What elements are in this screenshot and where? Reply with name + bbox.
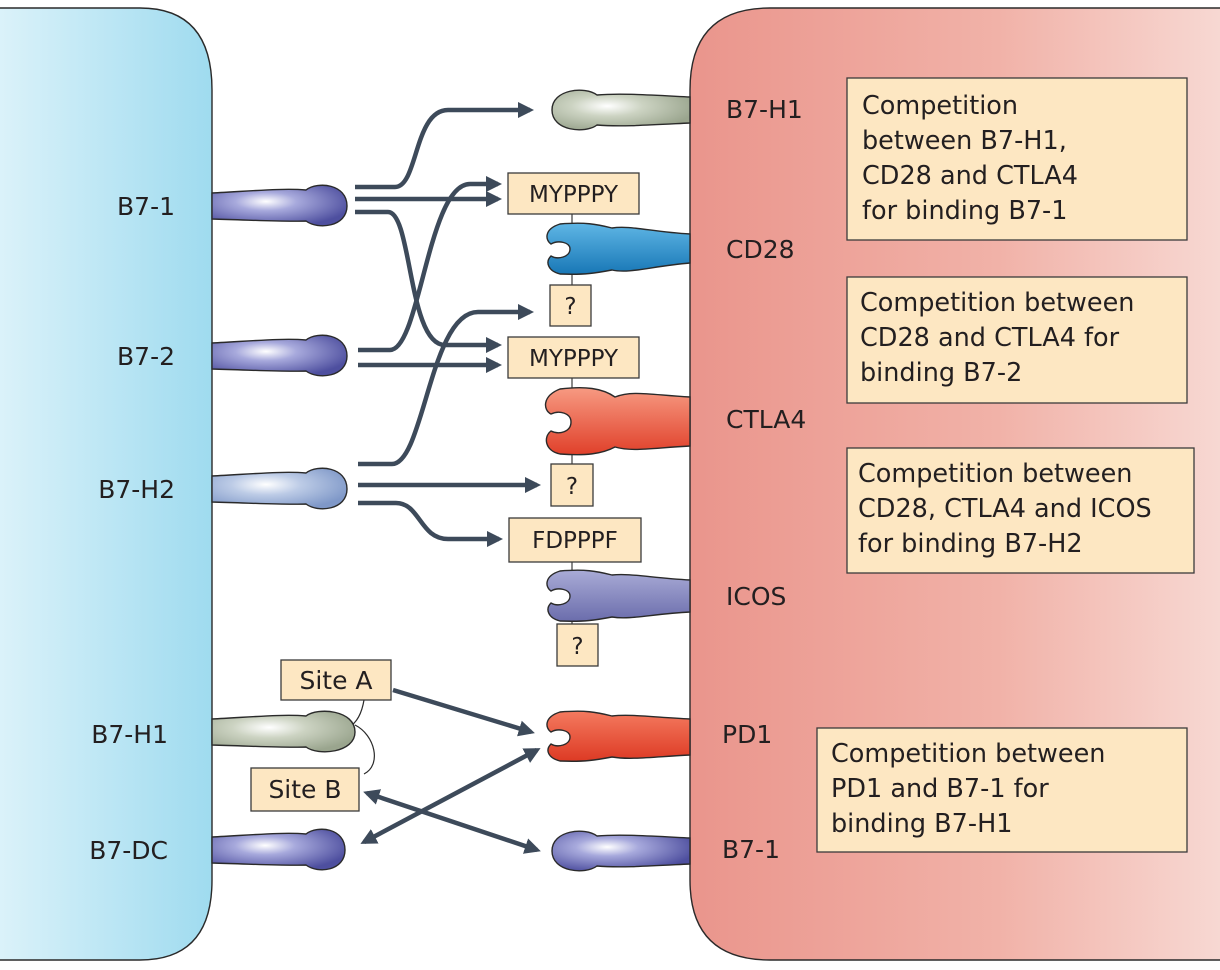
arrow-pd1-b7-dc xyxy=(360,748,541,844)
b7-h1-ligand-apc: B7-H1 xyxy=(91,710,356,753)
b7-2-ligand: B7-2 xyxy=(117,334,348,377)
site-b-box: Site B xyxy=(250,767,360,812)
icos-unknown-text: ? xyxy=(571,634,583,660)
label-b7-1-apc: B7-1 xyxy=(117,192,175,221)
ctla4-unknown-text: ? xyxy=(566,474,578,500)
competition-box-b7-h1: Competition between PD1 and B7-1 for bin… xyxy=(816,727,1188,853)
site-a-box: Site A xyxy=(280,659,392,701)
cd28-unknown-text: ? xyxy=(564,294,576,320)
competition-3-line-1: Competition between xyxy=(858,459,1132,489)
ctla4-motif-text: MYPPPY xyxy=(529,346,619,372)
svg-text:Competition between B7-H: Competition between B7-H1, CD28 and CTLA… xyxy=(862,91,1086,226)
competition-3-line-2: CD28, CTLA4 and ICOS xyxy=(858,494,1152,524)
cd28-unknown-box: ? xyxy=(549,284,592,327)
ctla4-unknown-box: ? xyxy=(550,463,594,507)
competition-4-line-2: PD1 and B7-1 for xyxy=(831,774,1049,804)
svg-text:Competition between CD28: Competition between CD28, CTLA4 and ICOS… xyxy=(858,459,1160,559)
competition-2-line-1: Competition between xyxy=(860,288,1134,318)
svg-text:Competition between CD28: Competition between CD28 and CTLA4 for b… xyxy=(860,288,1143,388)
b7-1-ligand-apc: B7-1 xyxy=(117,184,348,227)
site-b-connector xyxy=(354,724,375,775)
b7-h2-ligand: B7-H2 xyxy=(98,467,348,510)
arrow-b7-2-to-cd28 xyxy=(358,175,503,353)
competition-1-line-2: between B7-H1, xyxy=(862,126,1067,156)
arrow-b7-h2-to-cd28-site xyxy=(358,303,535,467)
competition-2-line-2: CD28 and CTLA4 for xyxy=(860,323,1120,353)
b7-1-molecule-tcell: B7-1 xyxy=(551,830,780,872)
icos-unknown-box: ? xyxy=(556,623,599,667)
site-b-text: Site B xyxy=(268,775,341,804)
label-b7-h2: B7-H2 xyxy=(98,475,175,504)
label-b7-h1-apc: B7-H1 xyxy=(91,720,168,749)
ctla4-receptor: CTLA4 xyxy=(544,378,806,464)
label-b7-h1-tcell: B7-H1 xyxy=(726,95,803,124)
label-b7-dc: B7-DC xyxy=(89,836,168,865)
arrow-site-a-to-pd1 xyxy=(392,687,535,737)
label-b7-1-tcell: B7-1 xyxy=(722,835,780,864)
competition-box-b7-2: Competition between CD28 and CTLA4 for b… xyxy=(846,276,1188,404)
arrow-b7-h2-to-icos xyxy=(358,500,504,548)
icos-motif-text: FDPPPF xyxy=(532,528,618,554)
arrow-b7-1-to-ctla4 xyxy=(355,209,503,354)
label-b7-2: B7-2 xyxy=(117,342,175,371)
arrow-b7-1-to-b7-h1 xyxy=(355,101,535,190)
icos-receptor: ICOS xyxy=(546,562,786,624)
competition-box-b7-h2: Competition between CD28, CTLA4 and ICOS… xyxy=(846,447,1195,574)
arrow-site-b-b7-1 xyxy=(363,789,541,854)
b7-dc-ligand: B7-DC xyxy=(89,828,346,871)
svg-text:Competition between PD1: Competition between PD1 and B7-1 for bin… xyxy=(831,739,1114,839)
apc-membrane xyxy=(0,7,213,961)
pd1-receptor: PD1 xyxy=(546,710,772,762)
cd28-receptor: CD28 xyxy=(546,214,795,285)
label-pd1: PD1 xyxy=(722,720,772,749)
competition-1-line-1: Competition xyxy=(862,91,1018,121)
competition-1-line-4: for binding B7-1 xyxy=(862,196,1067,226)
ctla4-motif-box: MYPPPY xyxy=(507,336,640,379)
cd28-motif-box: MYPPPY xyxy=(507,172,640,215)
competition-4-line-1: Competition between xyxy=(831,739,1105,769)
competition-2-line-3: binding B7-2 xyxy=(860,358,1022,388)
b7-h1-molecule-tcell: B7-H1 xyxy=(551,89,803,131)
label-cd28: CD28 xyxy=(726,235,795,264)
competition-box-b7-1: Competition between B7-H1, CD28 and CTLA… xyxy=(846,77,1188,241)
competition-4-line-3: binding B7-H1 xyxy=(831,809,1012,839)
competition-3-line-3: for binding B7-H2 xyxy=(858,529,1083,559)
competition-1-line-3: CD28 and CTLA4 xyxy=(862,161,1078,191)
icos-motif-box: FDPPPF xyxy=(508,517,642,563)
label-icos: ICOS xyxy=(726,582,786,611)
cd28-motif-text: MYPPPY xyxy=(529,182,619,208)
site-a-text: Site A xyxy=(299,666,372,695)
label-ctla4: CTLA4 xyxy=(726,405,806,434)
